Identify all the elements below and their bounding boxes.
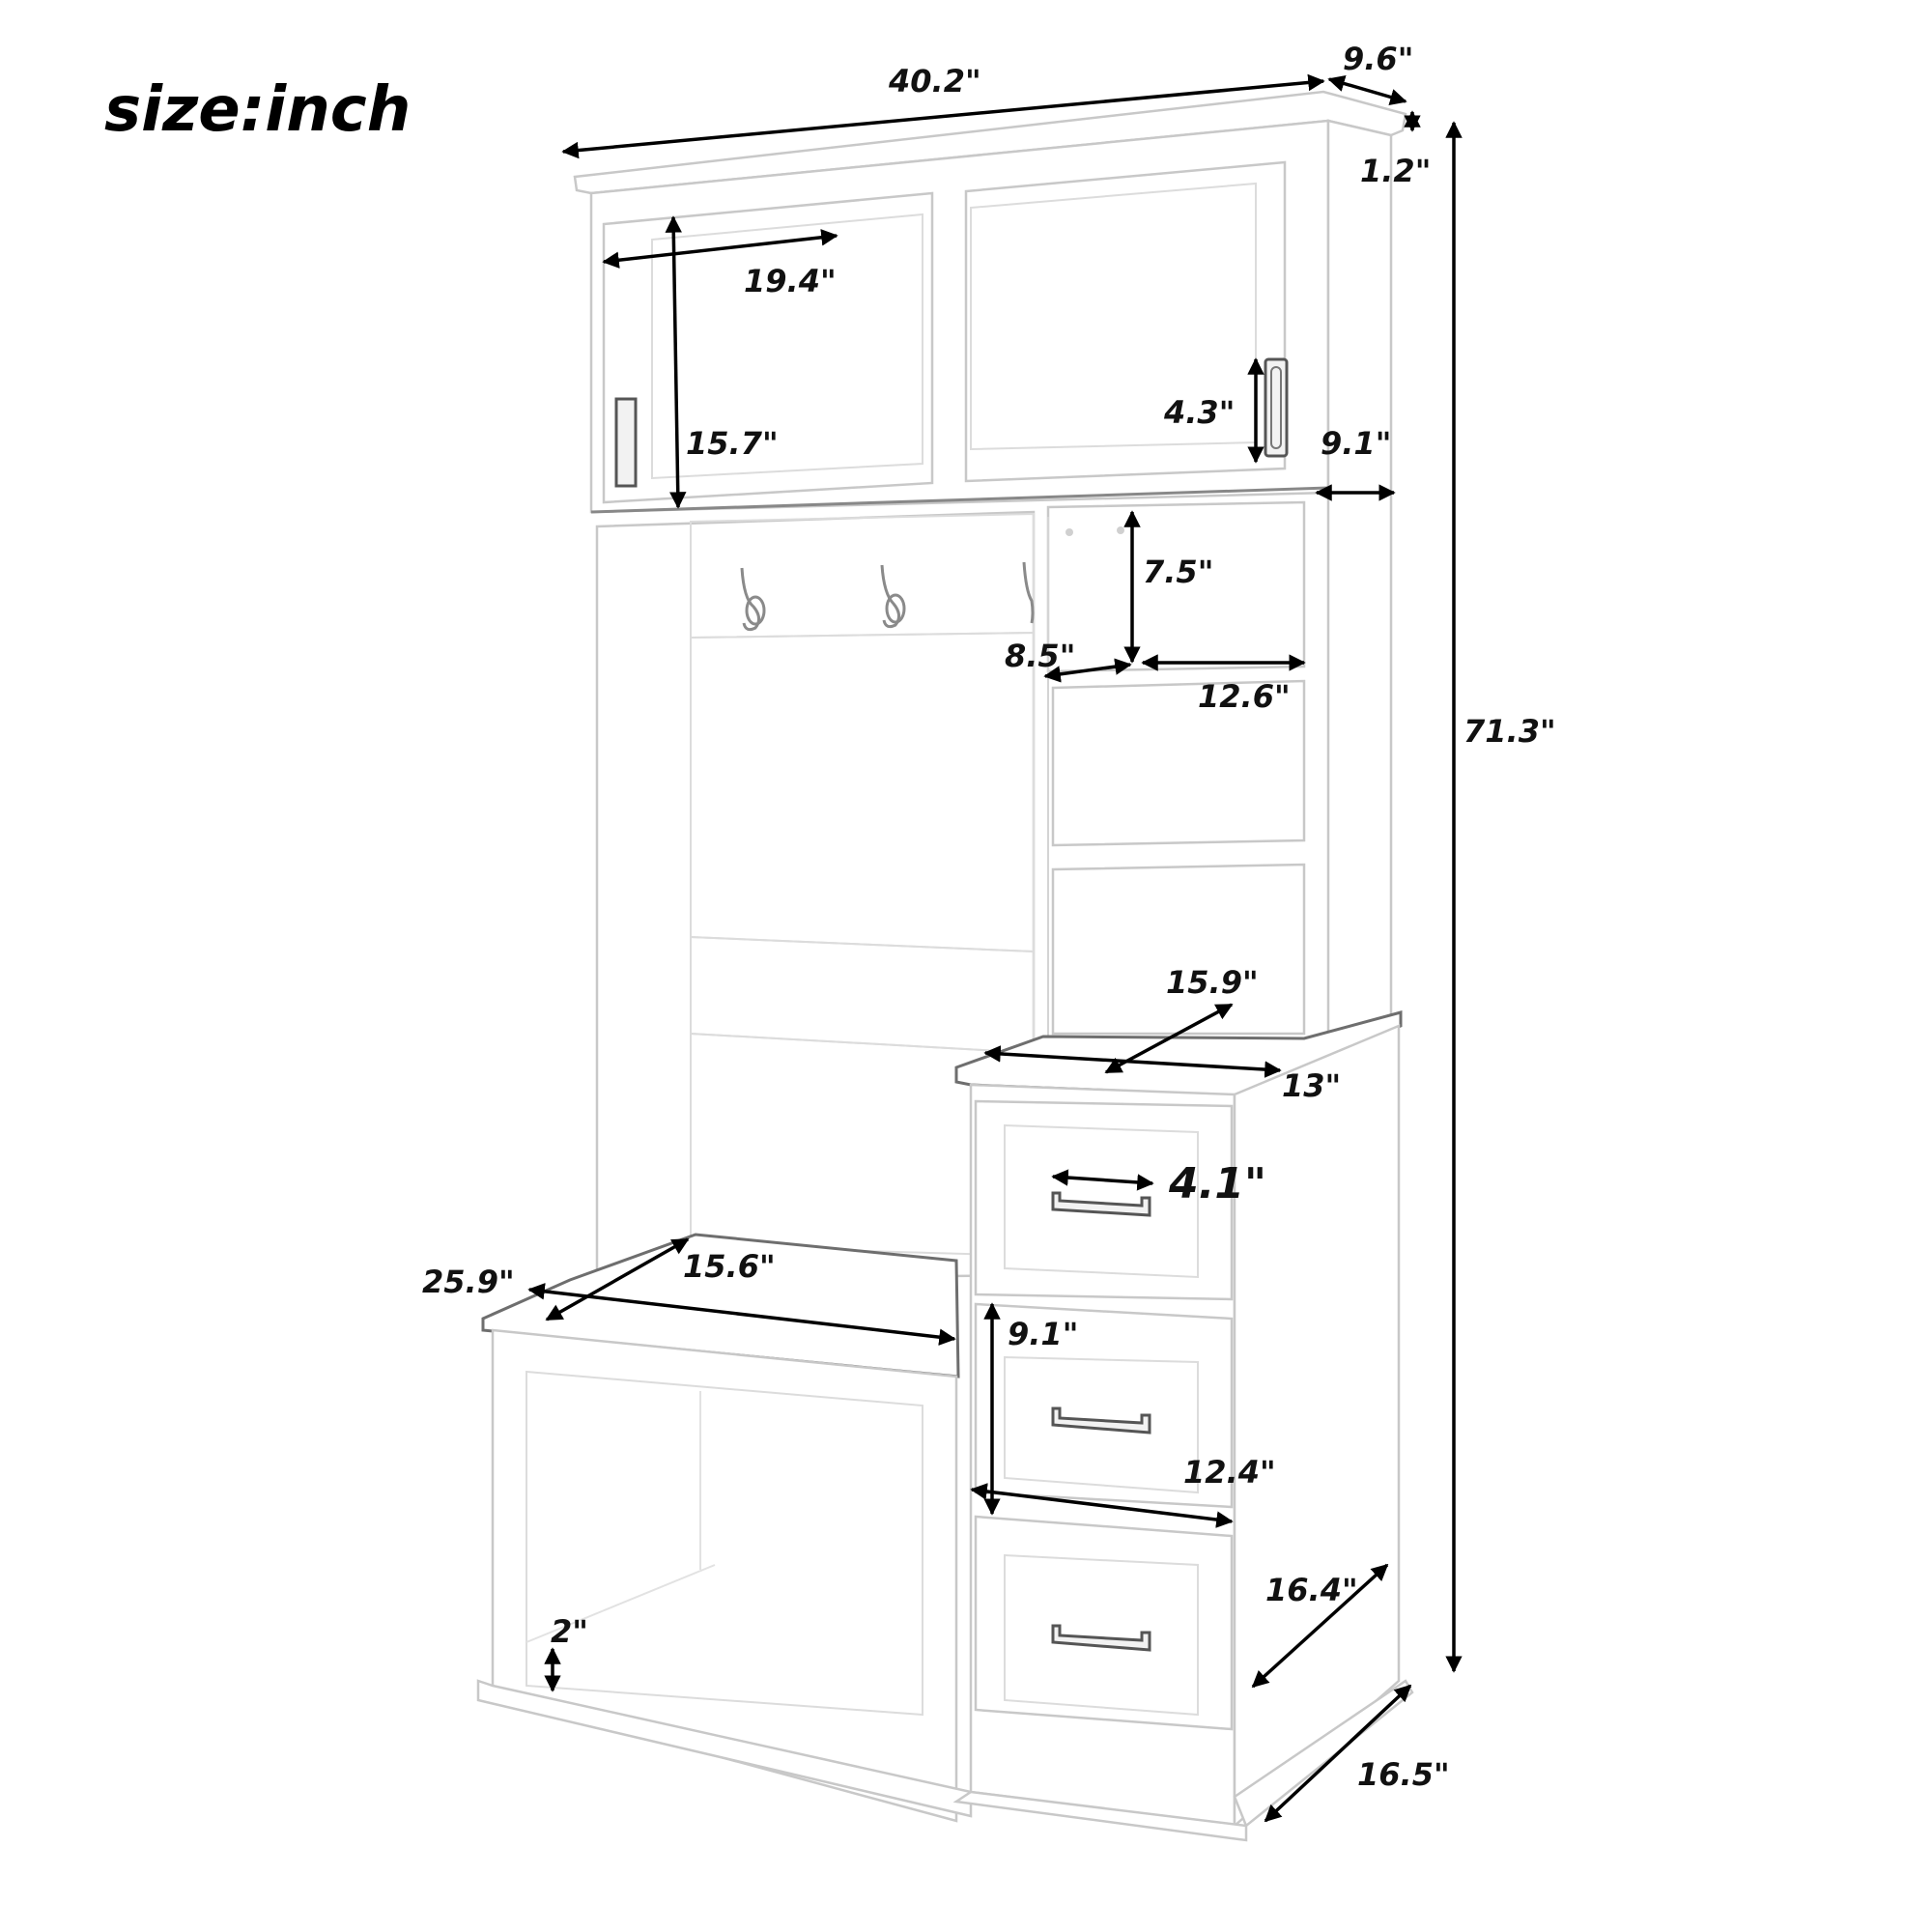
- label-shelf-height: 7.5": [1143, 554, 1213, 590]
- arrow-drawer-handle-width: [1051, 1169, 1154, 1191]
- arrow-bench-depth: [545, 1237, 690, 1321]
- label-lower-side-depth: 16.4": [1265, 1572, 1358, 1608]
- arrow-overall-width: [561, 73, 1325, 159]
- shelf-compartment-middle: [1051, 679, 1306, 847]
- label-door-height: 15.7": [686, 425, 779, 462]
- label-overall-depth: 9.6": [1343, 41, 1413, 77]
- coat-hook-1: [740, 567, 766, 632]
- arrow-base-depth: [1264, 1684, 1412, 1823]
- arrow-door-height: [665, 215, 687, 509]
- arrow-drawer-width: [970, 1483, 1234, 1528]
- dimension-labels: 40.2" 9.6" 1.2" 71.3" 19.4" 15.7" 4.3" 9…: [422, 41, 1556, 1793]
- label-bench-depth: 15.6": [683, 1248, 776, 1285]
- label-door-width: 19.4": [744, 263, 837, 299]
- arrow-shelf-depth: [1043, 658, 1132, 683]
- label-base-depth: 16.5": [1357, 1756, 1450, 1793]
- label-shelf-width: 12.6": [1198, 678, 1291, 715]
- label-shelf-depth: 8.5": [1005, 638, 1075, 674]
- arrow-overall-depth: [1327, 75, 1407, 105]
- arrow-drawer-top-width: [983, 1045, 1282, 1078]
- label-drawer-top-depth: 15.9": [1166, 964, 1259, 1001]
- hanging-section: [595, 510, 1036, 1282]
- label-upper-side-depth: 9.1": [1321, 425, 1391, 462]
- shelf-compartment-bottom: [1051, 863, 1306, 1036]
- arrow-door-width: [602, 229, 838, 269]
- upper-cabinet-side: [1326, 119, 1393, 1036]
- bench-front: [491, 1328, 958, 1823]
- arrow-lower-side-depth: [1251, 1563, 1389, 1689]
- coat-hook-3: [1022, 561, 1035, 624]
- coat-hook-2: [880, 564, 906, 629]
- door-handle-left: [614, 397, 638, 488]
- label-handle-height: 4.3": [1163, 394, 1235, 431]
- label-overall-width: 40.2": [888, 63, 981, 99]
- label-drawer-height: 9.1": [1008, 1316, 1078, 1352]
- units-title: size:inch: [104, 74, 411, 146]
- label-drawer-top-width: 13": [1282, 1067, 1341, 1104]
- label-overall-height: 71.3": [1463, 713, 1556, 750]
- sliding-door-right: [964, 160, 1287, 483]
- label-plinth-height: 2": [551, 1613, 588, 1650]
- label-drawer-handle-width: 4.1": [1168, 1159, 1266, 1208]
- label-drawer-width: 12.4": [1183, 1454, 1276, 1491]
- door-panel-left: [651, 213, 923, 480]
- dimension-arrows: [527, 73, 1463, 1823]
- drawer-3: [974, 1515, 1234, 1731]
- drawer-1: [974, 1099, 1234, 1301]
- door-handle-right: [1264, 357, 1289, 458]
- label-crown-height: 1.2": [1360, 153, 1431, 189]
- bench-cubby: [526, 1370, 923, 1717]
- label-bench-width: 25.9": [422, 1264, 515, 1300]
